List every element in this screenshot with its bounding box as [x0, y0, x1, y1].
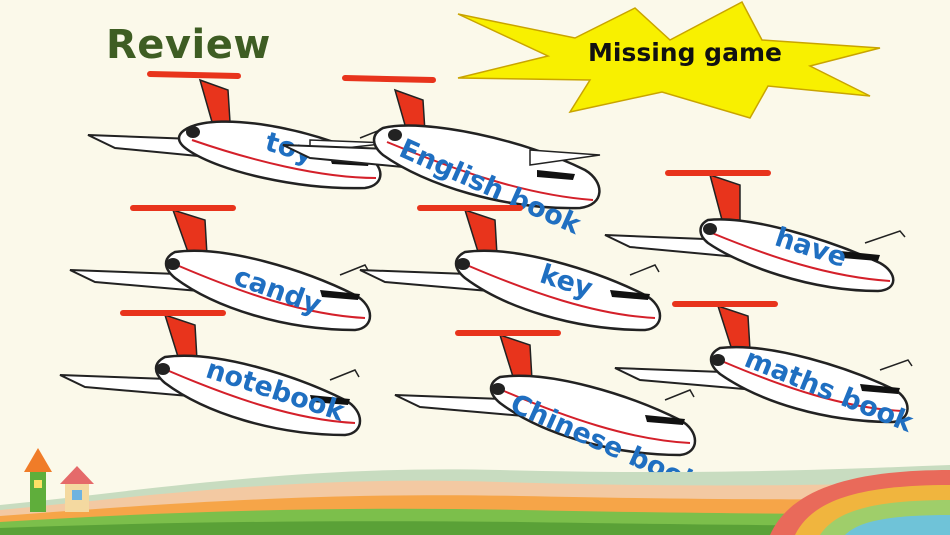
airplane-icon: [282, 75, 601, 210]
airplane-have[interactable]: have: [600, 165, 940, 315]
airplane-icon: [69, 205, 372, 332]
missing-game-label[interactable]: Missing game: [588, 38, 782, 67]
airplane-notebook[interactable]: notebook: [55, 305, 395, 455]
airplane-icon: [59, 310, 362, 437]
airplane-chinese-book[interactable]: Chinese book: [390, 325, 730, 500]
airplane-icon: [614, 301, 913, 424]
rainbow-ground: [0, 465, 950, 535]
airplane-candy[interactable]: candy: [65, 200, 405, 350]
review-title: Review: [106, 22, 271, 68]
airplane-key[interactable]: key: [355, 200, 695, 350]
airplane-english-book[interactable]: English book: [275, 70, 615, 241]
house-icon: [60, 466, 94, 512]
airplane-icon: [394, 330, 697, 457]
tower-icon: [24, 448, 52, 512]
airplane-maths-book[interactable]: maths book: [610, 298, 950, 448]
airplane-icon: [604, 170, 906, 293]
starburst-shape: [457, 0, 881, 119]
airplane-icon: [359, 205, 662, 332]
